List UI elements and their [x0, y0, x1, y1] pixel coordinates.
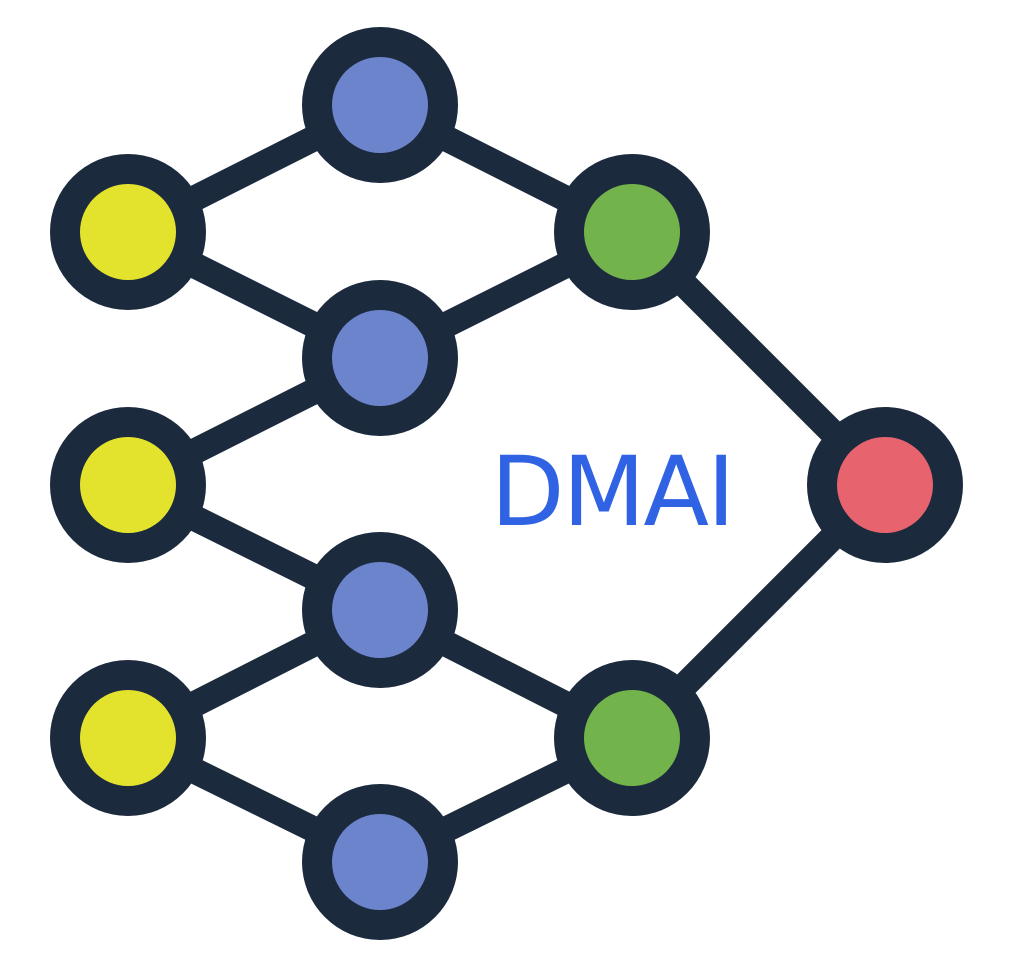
hidden-node-4 — [302, 784, 458, 940]
input-node-fill — [80, 437, 176, 533]
output-node-1 — [554, 154, 710, 310]
hidden-node-fill — [332, 310, 428, 406]
input-node-fill — [80, 184, 176, 280]
input-node-fill — [80, 690, 176, 786]
output-node-fill — [584, 184, 680, 280]
hidden-node-fill — [332, 57, 428, 153]
hidden-node-3 — [302, 532, 458, 688]
logo-wordmark: DMAI — [491, 436, 734, 548]
input-node-3 — [50, 660, 206, 816]
hidden-node-fill — [332, 562, 428, 658]
final-node-1 — [807, 407, 963, 563]
hidden-node-1 — [302, 27, 458, 183]
final-node-fill — [837, 437, 933, 533]
hidden-node-fill — [332, 814, 428, 910]
input-node-1 — [50, 154, 206, 310]
input-node-2 — [50, 407, 206, 563]
network-nodes — [50, 27, 963, 940]
output-node-2 — [554, 660, 710, 816]
hidden-node-2 — [302, 280, 458, 436]
output-node-fill — [584, 690, 680, 786]
